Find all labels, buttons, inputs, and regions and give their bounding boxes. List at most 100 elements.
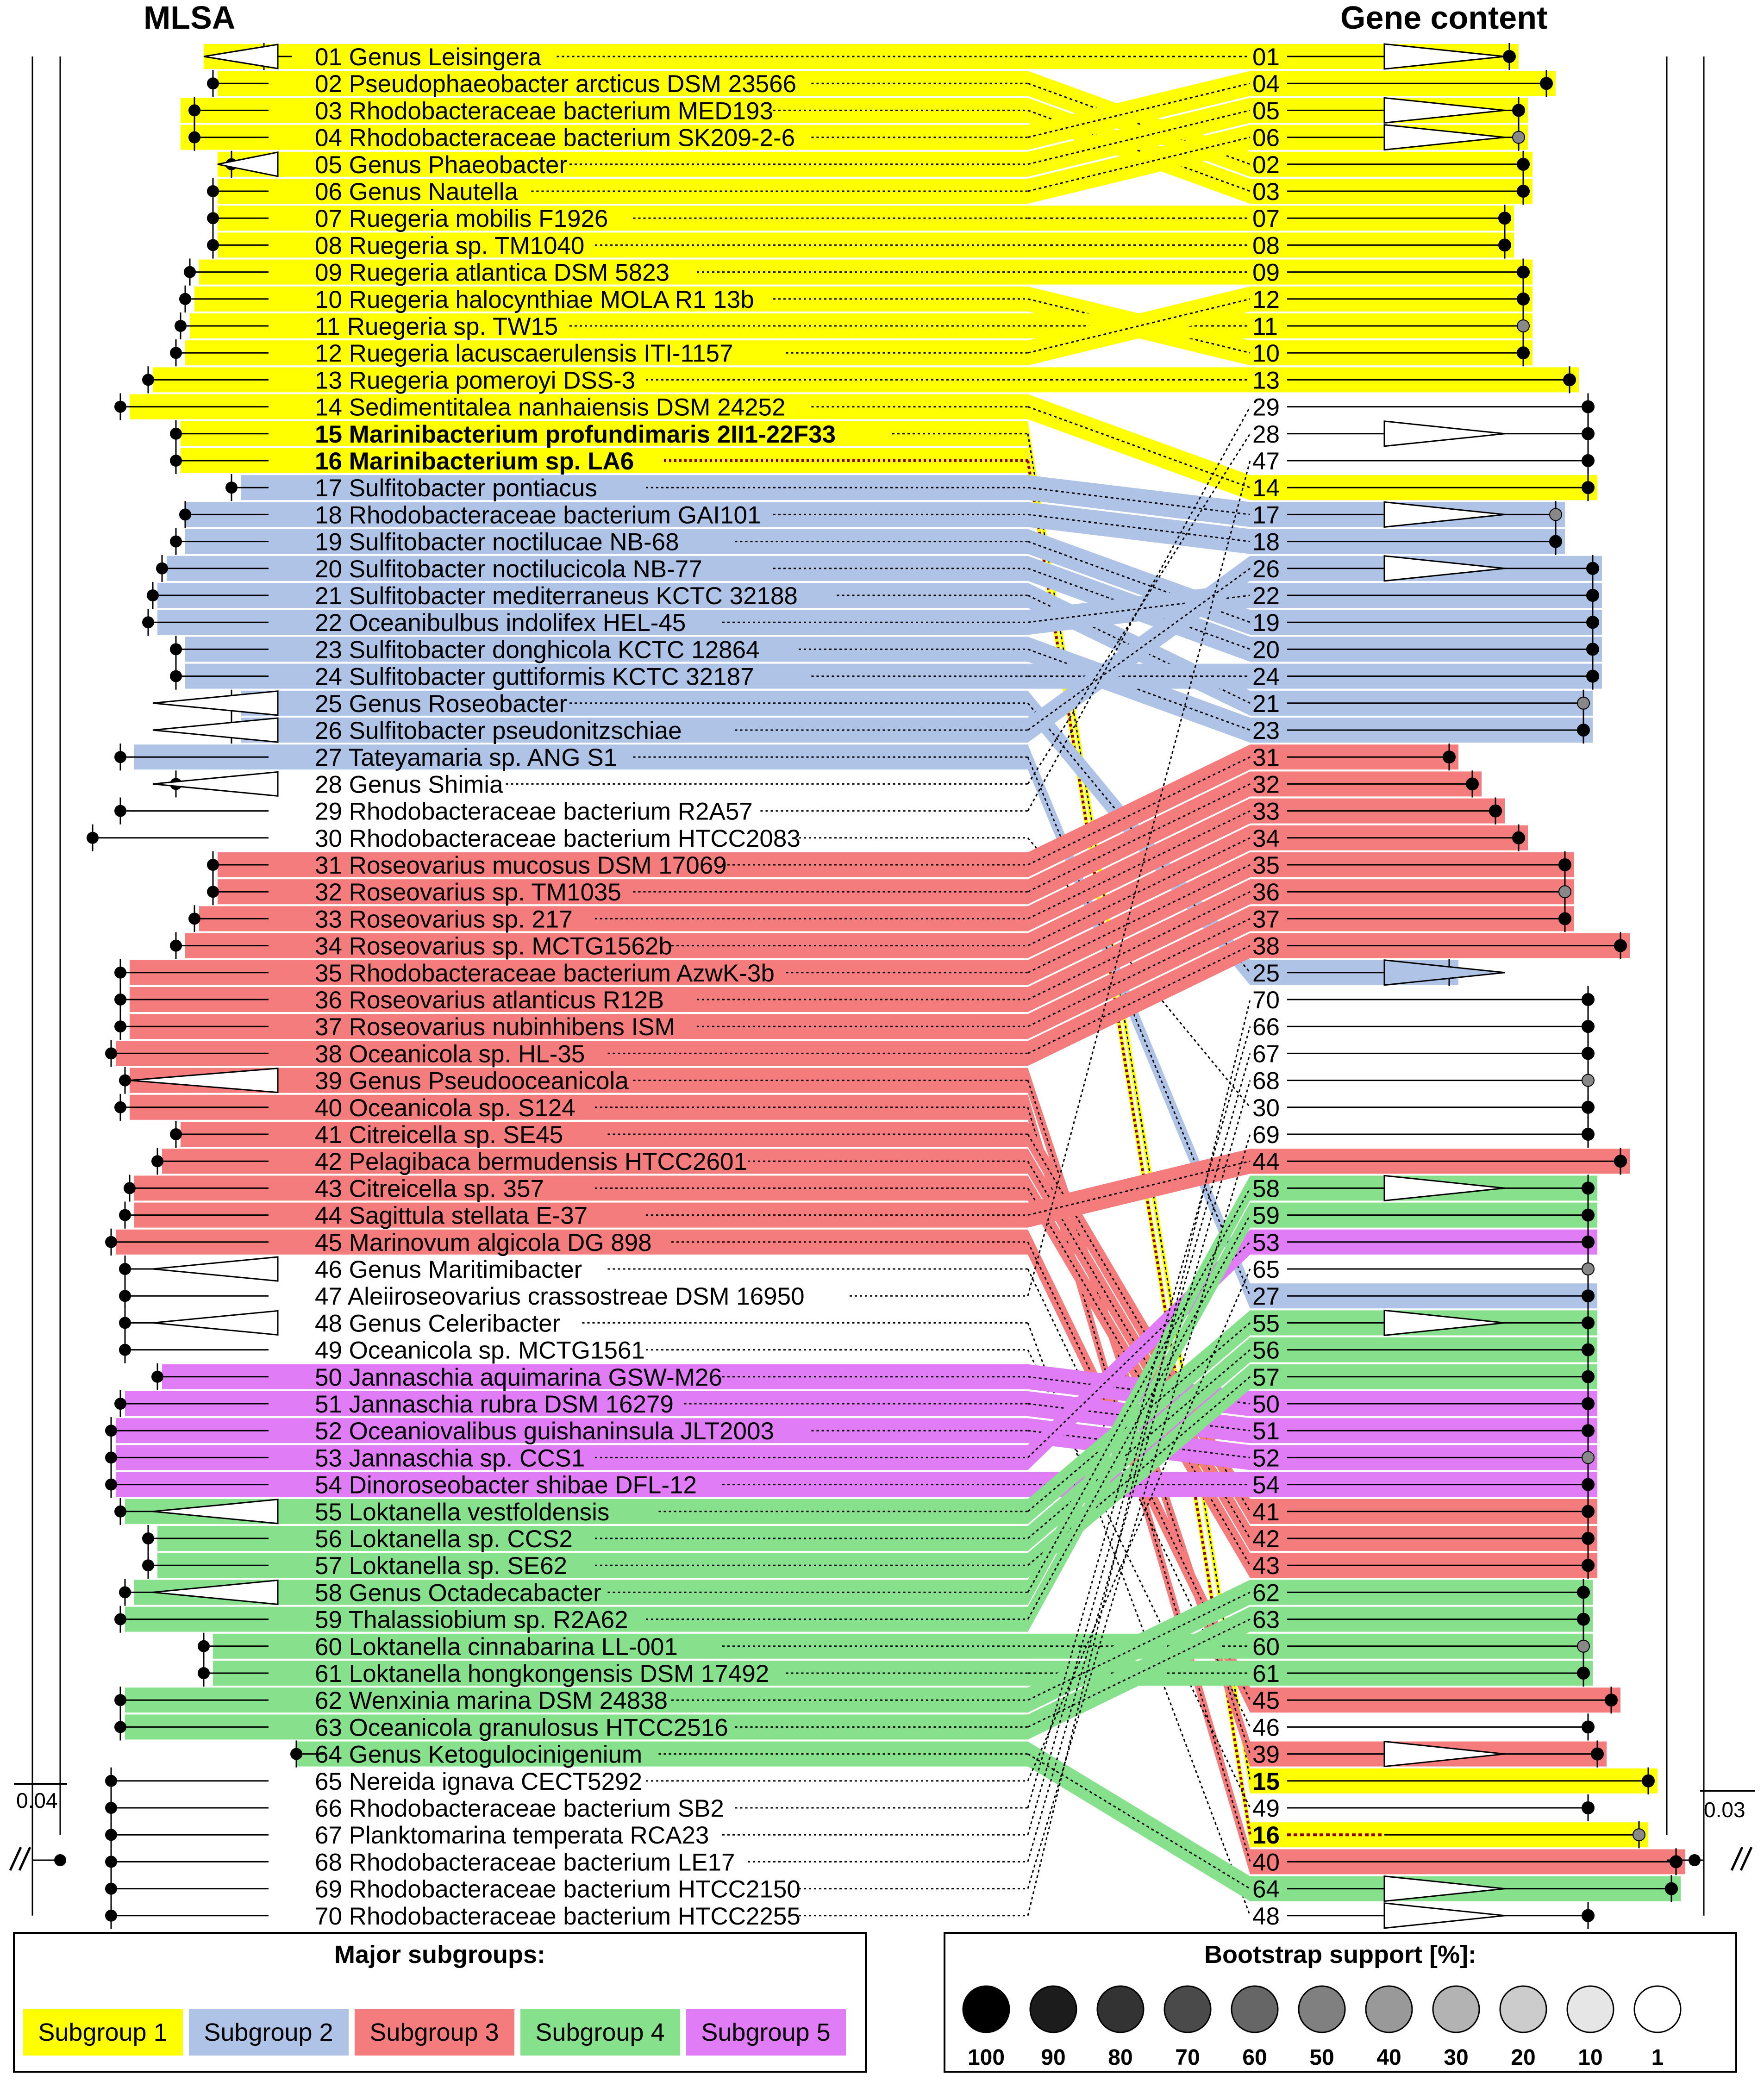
connector-line-35: [1027, 864, 1251, 974]
gene-content-bootstrap-node-20: [1586, 643, 1599, 656]
gene-content-label-15: 15: [1252, 1768, 1280, 1795]
mlsa-taxon-34: 34 Roseovarius sp. MCTG1562b: [315, 933, 672, 960]
mlsa-taxon-02: 02 Pseudophaeobacter arcticus DSM 23566: [315, 70, 796, 98]
mlsa-taxon-61: 61 Loktanella hongkongensis DSM 17492: [315, 1660, 769, 1687]
mlsa-bootstrap-node-56: [142, 1532, 154, 1544]
gene-content-label-04: 04: [1252, 70, 1280, 98]
mlsa-collapsed-clade-58: [152, 1579, 279, 1606]
bootstrap-label-40: 40: [1376, 2045, 1401, 2070]
gene-content-bootstrap-node-34: [1512, 831, 1525, 844]
bootstrap-label-10: 10: [1578, 2045, 1602, 2070]
band-left-42: [162, 1149, 1028, 1174]
mlsa-bootstrap-node-03: [188, 104, 200, 117]
gene-content-bootstrap-node-48: [1582, 1909, 1595, 1922]
mlsa-bootstrap-node-67: [105, 1829, 117, 1841]
gene-content-bootstrap-node-03: [1517, 185, 1530, 198]
gene-content-label-67: 67: [1252, 1040, 1280, 1068]
bootstrap-swatch-80: [1096, 1985, 1145, 2033]
gene-content-label-25: 25: [1252, 960, 1280, 987]
band-left-26: [241, 718, 1028, 743]
mlsa-taxon-15: 15 Marinibacterium profundimaris 2II1-22…: [315, 421, 836, 448]
band-left-41: [181, 1122, 1028, 1147]
gene-content-root-node: [1689, 1854, 1701, 1866]
mlsa-taxon-08: 08 Ruegeria sp. TM1040: [315, 232, 584, 259]
gene-content-label-51: 51: [1252, 1418, 1280, 1445]
gene-content-label-56: 56: [1252, 1337, 1280, 1364]
gene-content-label-30: 30: [1252, 1094, 1280, 1122]
mlsa-bootstrap-node-57: [142, 1559, 154, 1572]
left-scale-label: 0.04: [16, 1788, 58, 1812]
gene-content-bootstrap-node-40: [1670, 1855, 1683, 1869]
bootstrap-swatch-10: [1566, 1985, 1614, 2033]
band-left-61: [213, 1661, 1028, 1686]
connector-line-23: [1027, 648, 1251, 731]
band-left-12: [185, 340, 1028, 366]
mlsa-bootstrap-node-64: [290, 1748, 302, 1760]
band-left-37: [130, 1014, 1028, 1039]
gene-content-label-55: 55: [1252, 1310, 1280, 1337]
connector-line-43: [1027, 1187, 1251, 1566]
mlsa-bootstrap-node-13: [142, 374, 154, 386]
mlsa-taxon-49: 49 Oceanicola sp. MCTG1561: [315, 1337, 645, 1364]
band-left-20: [167, 556, 1028, 581]
mlsa-taxon-01: 01 Genus Leisingera: [315, 44, 542, 71]
mlsa-taxon-47: 47 Aleiiroseovarius crassostreae DSM 169…: [315, 1283, 805, 1310]
connector-line-64: [1027, 1753, 1251, 1889]
mlsa-bootstrap-node-55: [114, 1505, 126, 1518]
mlsa-collapsed-clade-55: [152, 1499, 279, 1525]
gene-content-label-01: 01: [1252, 44, 1280, 71]
mlsa-taxon-27: 27 Tateyamaria sp. ANG S1: [315, 744, 617, 771]
band-left-01: [204, 44, 1028, 69]
subgroup-swatch-3: [355, 2009, 514, 2056]
gene-content-label-03: 03: [1252, 178, 1280, 206]
gene-content-label-49: 49: [1252, 1795, 1280, 1822]
band-left-15: [181, 421, 1028, 446]
mlsa-bootstrap-node-48: [119, 1317, 131, 1329]
gene-content-label-50: 50: [1252, 1391, 1280, 1418]
mlsa-taxon-14: 14 Sedimentitalea nanhaiensis DSM 24252: [315, 394, 786, 421]
gene-content-bootstrap-node-27: [1582, 1289, 1595, 1303]
gene-content-label-09: 09: [1252, 259, 1280, 287]
mlsa-bootstrap-node-51: [114, 1398, 126, 1410]
mlsa-bootstrap-node-07: [207, 212, 219, 225]
band-left-02: [218, 71, 1028, 96]
gene-content-label-34: 34: [1252, 825, 1280, 852]
gene-content-bootstrap-node-32: [1466, 777, 1479, 791]
mlsa-bootstrap-node-53: [105, 1451, 117, 1464]
mlsa-taxon-54: 54 Dinoroseobacter shibae DFL-12: [315, 1472, 697, 1499]
gene-content-label-24: 24: [1252, 663, 1280, 691]
mlsa-taxon-62: 62 Wenxinia marina DSM 24838: [315, 1687, 668, 1714]
mlsa-taxon-24: 24 Sulfitobacter guttiformis KCTC 32187: [315, 663, 754, 691]
mlsa-bootstrap-node-32: [207, 886, 219, 898]
connector-line-33: [1027, 810, 1251, 919]
mlsa-bootstrap-node-06: [207, 185, 219, 197]
mlsa-taxon-41: 41 Citreicella sp. SE45: [315, 1121, 563, 1149]
gene-content-bootstrap-node-28: [1582, 427, 1595, 440]
bootstrap-label-60: 60: [1242, 2045, 1267, 2070]
mlsa-taxon-42: 42 Pelagibaca bermudensis HTCC2601: [315, 1148, 747, 1175]
bootstrap-label-30: 30: [1444, 2045, 1468, 2070]
mlsa-bootstrap-node-61: [198, 1667, 210, 1679]
mlsa-bootstrap-node-65: [105, 1775, 117, 1787]
right-scale-bar: 0.03: [1700, 1790, 1755, 1822]
bootstrap-swatch-70: [1163, 1985, 1212, 2033]
gene-content-label-53: 53: [1252, 1229, 1280, 1256]
bootstrap-label-1: 1: [1651, 2045, 1664, 2070]
gene-content-bootstrap-node-37: [1558, 912, 1571, 925]
gene-content-bootstrap-node-01: [1503, 50, 1516, 63]
gene-content-label-06: 06: [1252, 125, 1280, 152]
mlsa-taxon-21: 21 Sulfitobacter mediterraneus KCTC 3218…: [315, 582, 798, 610]
mlsa-taxon-13: 13 Ruegeria pomeroyi DSS-3: [315, 367, 635, 394]
gene-content-bootstrap-node-11: [1517, 319, 1530, 332]
connector-line-38: [1027, 945, 1251, 1054]
mlsa-taxon-67: 67 Planktomarina temperata RCA23: [315, 1822, 709, 1849]
mlsa-bootstrap-node-41: [170, 1128, 182, 1140]
band-left-16: [181, 448, 1028, 473]
bootstrap-label-50: 50: [1309, 2045, 1334, 2070]
gene-content-label-65: 65: [1252, 1256, 1280, 1283]
gene-content-label-45: 45: [1252, 1687, 1280, 1714]
mlsa-taxon-60: 60 Loktanella cinnabarina LL-001: [315, 1633, 678, 1661]
mlsa-taxon-69: 69 Rhodobacteraceae bacterium HTCC2150: [315, 1876, 801, 1903]
gene-content-label-35: 35: [1252, 852, 1280, 879]
gene-content-label-39: 39: [1252, 1741, 1280, 1769]
